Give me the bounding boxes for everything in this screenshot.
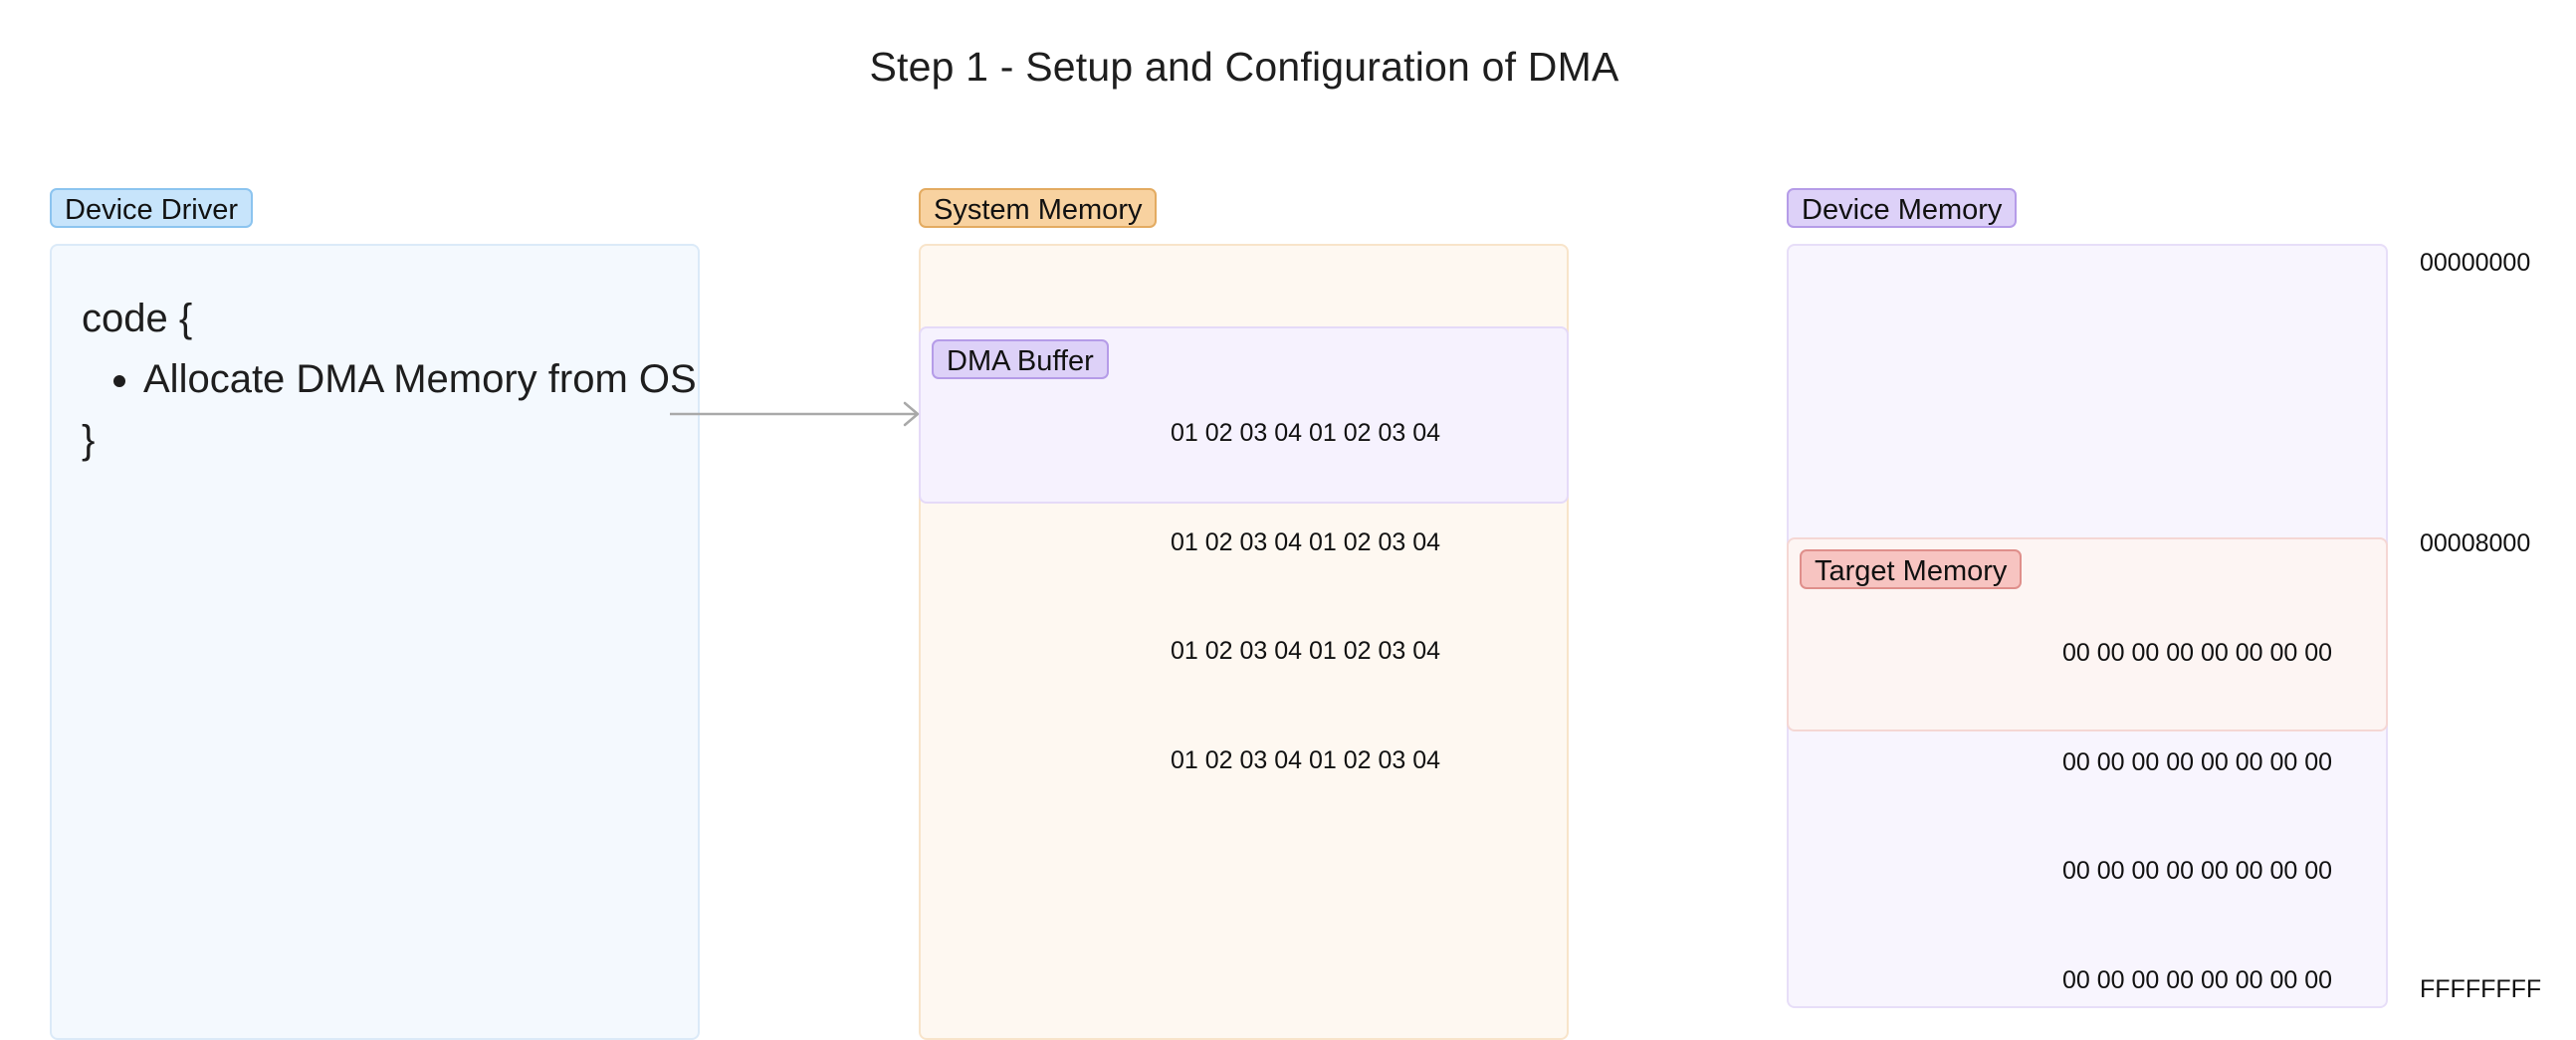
code-open-line: code { <box>82 297 193 340</box>
code-steps-list: Allocate DMA Memory from OS <box>82 349 701 410</box>
dma-buffer-row: 01 02 03 04 01 02 03 04 <box>1171 527 1441 556</box>
address-mid: 00008000 <box>2420 529 2531 557</box>
dma-buffer-data: 01 02 03 04 01 02 03 04 01 02 03 04 01 0… <box>1171 342 1440 815</box>
dma-buffer-row: 01 02 03 04 01 02 03 04 <box>1171 745 1441 774</box>
target-memory-data: 00 00 00 00 00 00 00 00 00 00 00 00 00 0… <box>2062 562 2332 1035</box>
device-driver-label: Device Driver <box>50 188 254 228</box>
target-memory-row: 00 00 00 00 00 00 00 00 <box>2062 965 2333 994</box>
allocation-arrow-head <box>903 401 920 427</box>
system-memory-label: System Memory <box>919 188 1158 228</box>
device-driver-panel <box>50 244 700 1040</box>
code-close-line: } <box>82 418 96 462</box>
target-memory-row: 00 00 00 00 00 00 00 00 <box>2062 639 2333 667</box>
target-memory-label: Target Memory <box>1800 549 2023 589</box>
diagram-title: Step 1 - Setup and Configuration of DMA <box>869 44 1619 90</box>
dma-buffer-label: DMA Buffer <box>932 339 1109 379</box>
code-step-allocate: Allocate DMA Memory from OS <box>143 349 701 410</box>
address-end: FFFFFFFF <box>2420 975 2542 1003</box>
target-memory-row: 00 00 00 00 00 00 00 00 <box>2062 747 2333 776</box>
device-driver-code: code { Allocate DMA Memory from OS } <box>82 289 701 471</box>
device-memory-label: Device Memory <box>1787 188 2018 228</box>
target-memory-row: 00 00 00 00 00 00 00 00 <box>2062 857 2333 885</box>
dma-buffer-row: 01 02 03 04 01 02 03 04 <box>1171 419 1441 447</box>
dma-buffer-row: 01 02 03 04 01 02 03 04 <box>1171 637 1441 665</box>
address-start: 00000000 <box>2420 249 2531 277</box>
